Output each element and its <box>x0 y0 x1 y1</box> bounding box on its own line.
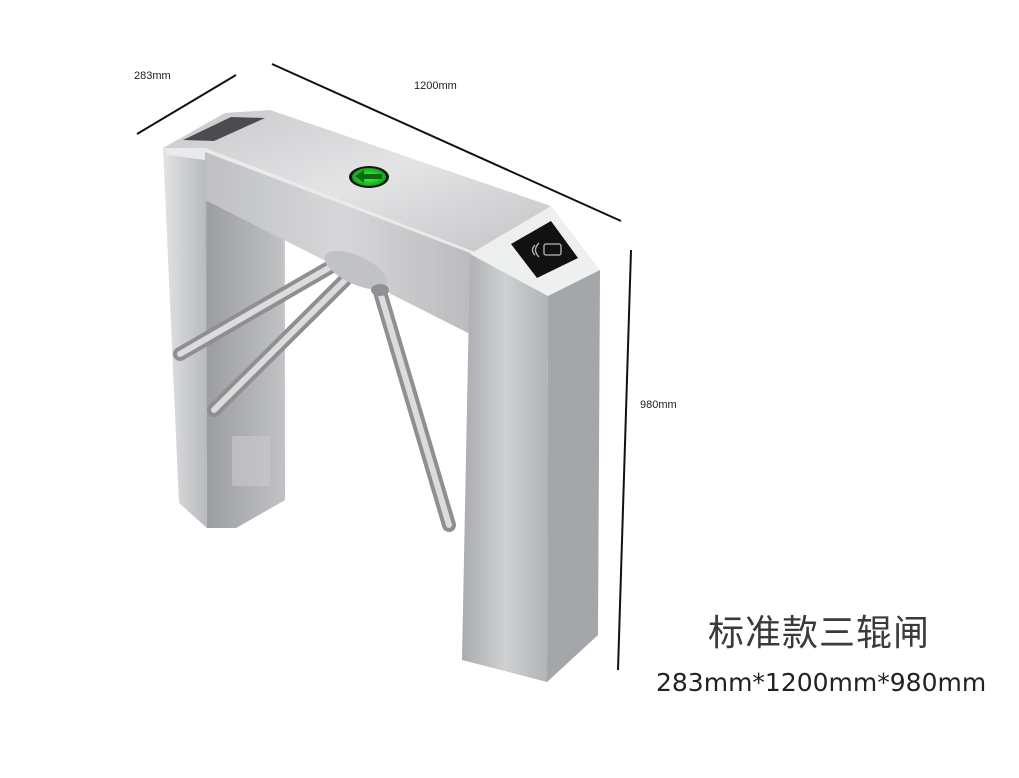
product-title: 标准款三辊闸 <box>708 613 931 654</box>
right-post <box>462 206 600 682</box>
length-dimension-label: 1200mm <box>414 80 457 92</box>
height-dimension-line <box>617 249 632 671</box>
label-plate <box>232 436 270 486</box>
dimension-lines <box>136 63 632 671</box>
width-dimension-line <box>136 74 237 135</box>
tripod-arms <box>173 250 456 532</box>
rfid-card-reader-icon <box>531 242 562 258</box>
height-dimension-label: 980mm <box>640 399 677 411</box>
length-dimension-line <box>271 63 622 222</box>
left-post <box>163 145 285 528</box>
product-spec: 283mm*1200mm*980mm <box>656 668 987 697</box>
beam-slot <box>183 117 265 141</box>
width-dimension-label: 283mm <box>134 70 171 82</box>
green-arrow-left-icon <box>349 166 389 188</box>
